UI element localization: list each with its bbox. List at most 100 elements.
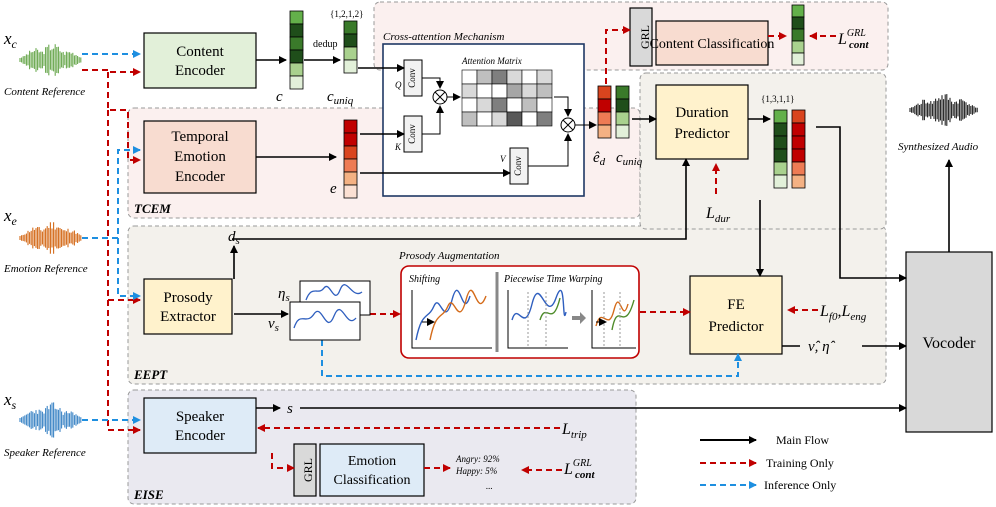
nu-label: νs [268, 316, 279, 334]
loss-dur: Ldur [705, 205, 731, 225]
expanded-e-stack-cell [791, 109, 806, 124]
attention-cell [506, 111, 523, 127]
attention-cell [461, 97, 478, 113]
emotion-waveform [19, 222, 82, 254]
attention-cell [491, 83, 508, 99]
input-speaker-caption: Speaker Reference [4, 447, 86, 459]
loss-cont-grl-2: LGRL [563, 458, 592, 478]
content-encoder-line1: Content [176, 44, 224, 60]
tee-line2: Emotion [174, 149, 226, 165]
se-line2: Encoder [175, 428, 225, 444]
emotion-to-extractor-inference [117, 238, 141, 300]
ds-to-duration [232, 158, 690, 240]
content-encoder-line2: Encoder [175, 63, 225, 79]
ehat-stack-cell [597, 85, 612, 100]
pe-line1: Prosody [163, 290, 213, 306]
e-stack-cell [343, 119, 358, 134]
prob-angry: Angry: 92% [455, 454, 500, 464]
loss-cont-grl-2-sub: cont [575, 469, 596, 481]
prosody-augmentation-label: Prosody Augmentation [398, 250, 500, 262]
c-uniq-stack-cell [343, 33, 358, 48]
dedup-label: dedup [313, 39, 337, 50]
pe-line2: Extractor [160, 309, 216, 325]
c-stack-cell [289, 10, 304, 25]
content-encoder [143, 32, 257, 89]
input-emotion-symbol: xe [3, 206, 18, 228]
loss-cont-grl: LGRL [837, 28, 866, 48]
eise-label: EISE [133, 487, 164, 502]
k-label: K [394, 142, 402, 152]
content-classification [655, 20, 769, 66]
grl-top-label: GRL [638, 25, 652, 49]
prosody-augmentation-box [400, 265, 640, 359]
expanded-c-stack-cell [773, 122, 788, 137]
classified-stack-cell [791, 16, 805, 30]
c-uniq-stack-cell [343, 59, 358, 74]
dp-line2: Predictor [675, 126, 730, 142]
piecewise-label: Piecewise Time Warping [503, 274, 603, 285]
tcem-label: TCEM [134, 201, 171, 216]
cuniq2-stack-cell [615, 98, 630, 113]
attention-cell [491, 111, 508, 127]
grl-bottom-label: GRL [301, 458, 315, 482]
temporal-emotion-encoder [143, 120, 257, 194]
prosody-extractor [143, 278, 233, 335]
warp1-axes [507, 290, 568, 349]
nu-curve [293, 308, 357, 329]
c-stack-cell [289, 23, 304, 38]
c-label: c [276, 89, 283, 105]
attention-cell [521, 111, 538, 127]
vocoder-label: Vocoder [922, 335, 976, 352]
ehat-stack-cell [597, 111, 612, 126]
eta-label: ηs [278, 286, 290, 304]
attention-cell [491, 97, 508, 113]
nu-curve-box [289, 301, 361, 341]
attention-matrix [461, 69, 553, 127]
speaker-waveform [19, 402, 82, 438]
input-content-symbol: xc [3, 29, 18, 51]
attention-cell [521, 83, 538, 99]
synthesized-waveform [909, 94, 978, 126]
dur-counts: {1,3,1,1} [761, 94, 794, 104]
nu-eta-hat-label: ν̂, η̂ [808, 339, 836, 355]
emotion-to-encoder-inference [82, 146, 141, 239]
ds-label: ds [228, 229, 240, 247]
attention-cell [521, 69, 538, 85]
attention-cell [506, 97, 523, 113]
shifting-curve-shifted [429, 289, 487, 341]
content-waveform [19, 44, 82, 76]
s-label: s [287, 401, 293, 417]
c-uniq-label-2: cuniq [616, 150, 643, 168]
attention-cell [536, 111, 553, 127]
attention-cell [461, 111, 478, 127]
warp2-axes [591, 290, 636, 349]
cross-attention-label: Cross-attention Mechanism [383, 31, 505, 43]
output-caption: Synthesized Audio [898, 141, 979, 153]
eta-curve [305, 284, 363, 301]
attention-cell [536, 97, 553, 113]
expanded-e-stack-cell [791, 135, 806, 150]
content-classification-label: Content Classification [650, 37, 775, 52]
e-stack-cell [343, 158, 358, 173]
grl-top [629, 7, 653, 67]
speaker-to-grl [271, 453, 295, 472]
content-to-emotion-encoder-training [107, 72, 141, 164]
attention-cell [491, 69, 508, 85]
cuniq2-stack-cell [615, 85, 630, 100]
warp1-curve-blue [511, 289, 567, 321]
warp-arrow [572, 312, 586, 324]
attention-cell [536, 83, 553, 99]
expanded-c-stack-cell [773, 148, 788, 163]
token-stacks [289, 4, 806, 199]
tee-line1: Temporal [171, 129, 228, 145]
shifting-axes [411, 290, 492, 349]
attention-cell [461, 83, 478, 99]
attention-cell [476, 83, 493, 99]
multiply-node-1-x [434, 91, 446, 103]
expanded-c-stack-cell [773, 109, 788, 124]
attention-cell [506, 69, 523, 85]
e-label: e [330, 181, 337, 197]
prob-happy: Happy: 5% [455, 466, 497, 476]
input-emotion-caption: Emotion Reference [3, 263, 88, 275]
